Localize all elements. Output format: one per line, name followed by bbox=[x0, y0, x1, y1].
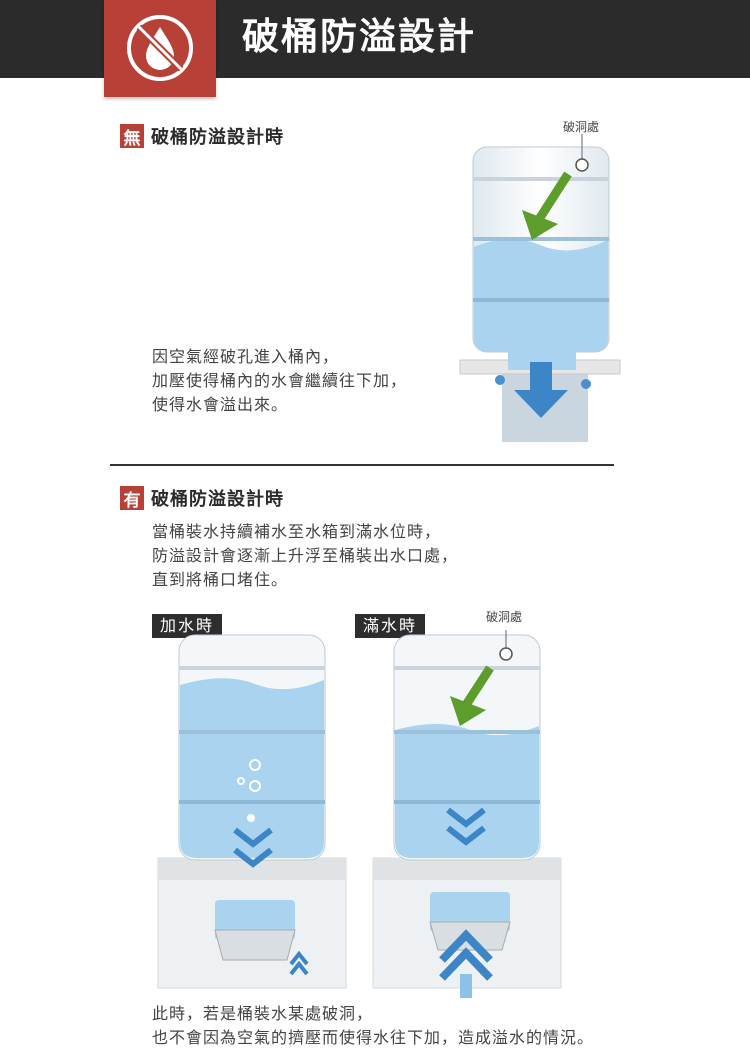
water-flow-arrow-head bbox=[514, 390, 568, 418]
bottle-rib bbox=[473, 237, 609, 241]
air-arrow-icon bbox=[532, 171, 572, 227]
bottle-rib bbox=[473, 177, 609, 181]
hole-marker bbox=[499, 647, 513, 661]
hole-marker bbox=[575, 158, 589, 172]
desc-line: 防溢設計會逐漸上升浮至桶裝出水口處， bbox=[152, 546, 459, 565]
splash-drop-icon bbox=[581, 379, 591, 389]
hole-label-with: 破洞處 bbox=[486, 610, 523, 624]
bottle-rib bbox=[394, 666, 540, 670]
footer-description: 此時，若是桶裝水某處破洞， 也不會因為空氣的擠壓而使得水往下加，造成溢水的情況。 bbox=[152, 1002, 594, 1050]
bottle-rib bbox=[179, 730, 325, 734]
up-arrow-icon bbox=[439, 947, 493, 981]
bottle-illustration-full bbox=[372, 630, 562, 998]
bottle-rib bbox=[394, 800, 540, 804]
footer-line: 此時，若是桶裝水某處破洞， bbox=[152, 1004, 374, 1023]
section-with-title: 破桶防溢設計時 bbox=[151, 489, 284, 510]
bottle-rib bbox=[179, 800, 325, 804]
float-cup bbox=[214, 929, 296, 961]
no-water-drop-icon bbox=[127, 15, 193, 81]
air-bubble-icon bbox=[249, 780, 261, 792]
section-without-description: 因空氣經破孔進入桶內， 加壓使得桶內的水會繼續往下加， 使得水會溢出來。 bbox=[152, 345, 407, 417]
bottle-neck bbox=[508, 350, 576, 370]
section-divider bbox=[110, 464, 614, 466]
header-icon-box bbox=[104, 0, 216, 97]
dispenser-top bbox=[158, 858, 346, 880]
down-arrow-icon bbox=[233, 827, 273, 848]
desc-line: 使得水會溢出來。 bbox=[152, 395, 289, 414]
bottle-water bbox=[474, 238, 608, 352]
tag-without: 無 bbox=[120, 124, 144, 149]
section-without-title: 破桶防溢設計時 bbox=[151, 127, 284, 148]
air-bubble-icon bbox=[249, 759, 261, 771]
label-filling: 加水時 bbox=[152, 614, 223, 638]
desc-line: 當桶裝水持續補水至水箱到滿水位時， bbox=[152, 522, 442, 541]
desc-line: 加壓使得桶內的水會繼續往下加， bbox=[152, 371, 408, 390]
section-without-heading: 無 破桶防溢設計時 bbox=[120, 122, 284, 150]
tag-with: 有 bbox=[120, 486, 144, 511]
water-flow-arrow-icon bbox=[530, 362, 552, 392]
bottle-rib bbox=[473, 298, 609, 302]
bottle-water bbox=[395, 724, 539, 858]
bottle-illustration-without bbox=[459, 134, 621, 442]
down-arrow-icon bbox=[233, 847, 273, 868]
label-full: 滿水時 bbox=[355, 614, 426, 638]
bottle-rib bbox=[394, 730, 540, 734]
up-arrow-icon bbox=[289, 960, 309, 976]
air-arrow-head bbox=[522, 210, 558, 240]
page-title: 破桶防溢設計 bbox=[242, 15, 476, 58]
up-arrow-icon bbox=[439, 929, 493, 963]
hole-label-without: 破洞處 bbox=[563, 120, 600, 134]
section-with-heading: 有 破桶防溢設計時 bbox=[120, 484, 284, 512]
desc-line: 直到將桶口堵住。 bbox=[152, 570, 289, 589]
up-arrow-icon bbox=[289, 950, 309, 966]
footer-line: 也不會因為空氣的擠壓而使得水往下加，造成溢水的情況。 bbox=[152, 1028, 595, 1047]
air-arrow-icon bbox=[460, 665, 494, 711]
desc-line: 因空氣經破孔進入桶內， bbox=[152, 347, 340, 366]
down-arrow-icon bbox=[446, 807, 486, 828]
section-with-description: 當桶裝水持續補水至水箱到滿水位時， 防溢設計會逐漸上升浮至桶裝出水口處， 直到將… bbox=[152, 520, 458, 592]
splash-drop-icon bbox=[495, 375, 505, 385]
air-bubble-icon bbox=[237, 777, 245, 785]
air-arrow-head bbox=[450, 696, 486, 726]
down-arrow-icon bbox=[446, 825, 486, 846]
bottle-rib bbox=[179, 666, 325, 670]
water-column bbox=[460, 974, 472, 998]
dispenser-top bbox=[373, 858, 561, 880]
air-bubble-icon bbox=[247, 814, 255, 822]
bottle-illustration-filling bbox=[157, 634, 347, 989]
